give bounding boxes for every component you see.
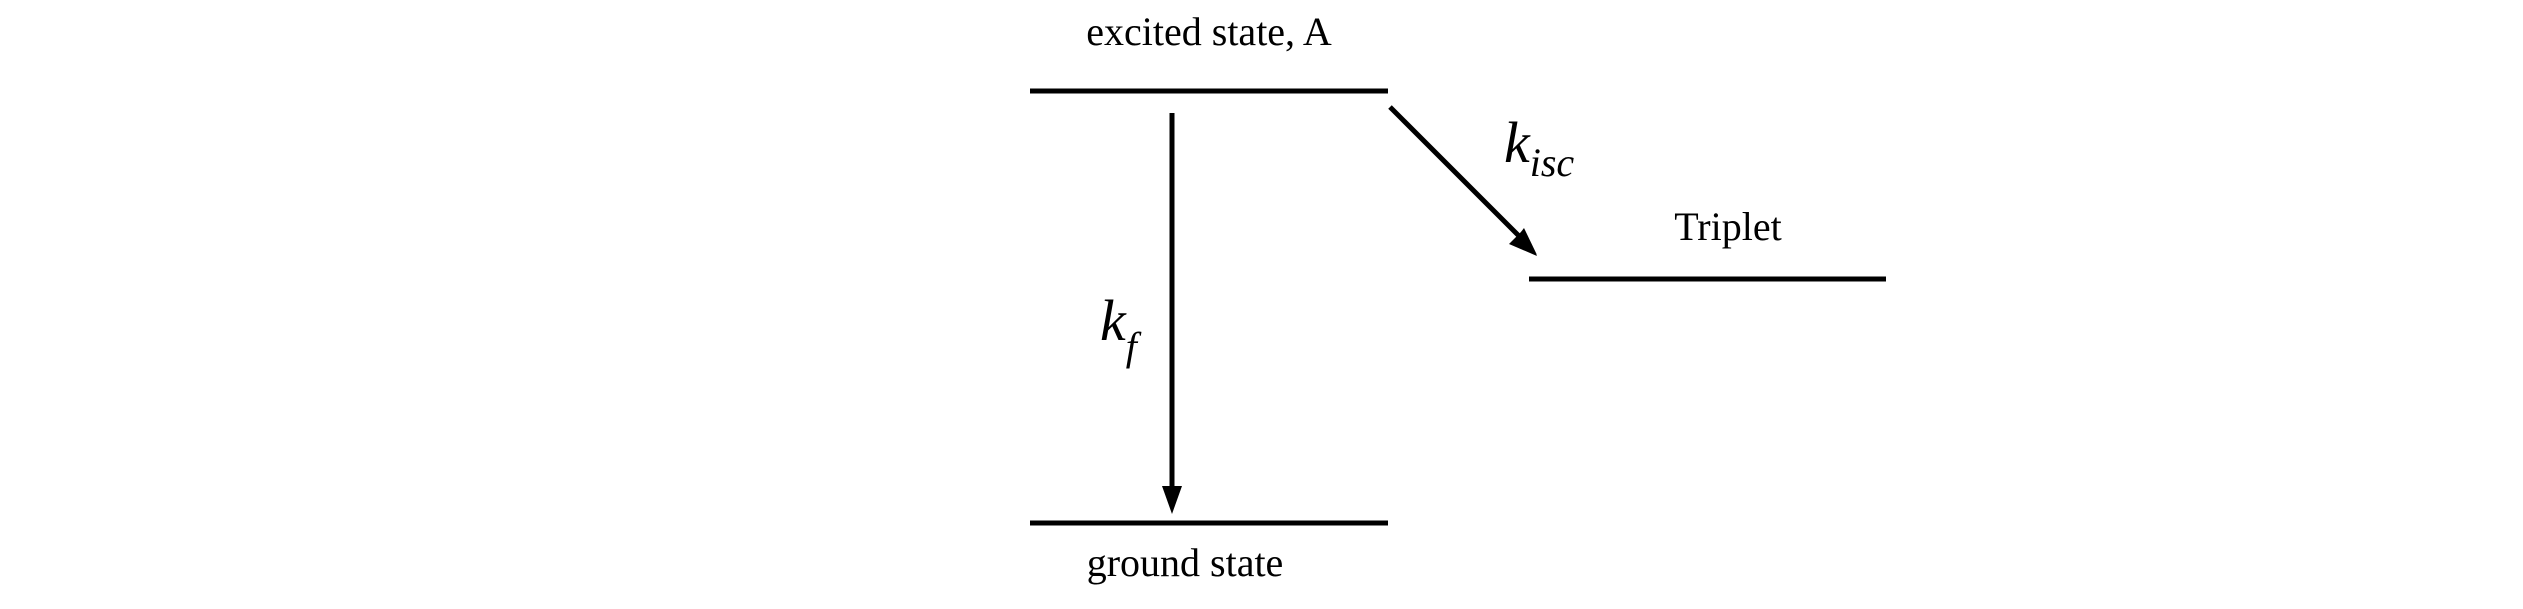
- isc-rate-label: kisc: [1504, 110, 1574, 185]
- isc-arrow: [1388, 105, 1537, 256]
- isc-rate-subscript: isc: [1530, 140, 1575, 185]
- fluorescence-rate-symbol: k: [1100, 288, 1127, 353]
- fluorescence-rate-label: kf: [1100, 288, 1142, 369]
- excited-state-label: excited state, A: [1086, 9, 1332, 54]
- fluorescence-arrow-head: [1162, 486, 1182, 514]
- fluorescence-rate-subscript: f: [1126, 324, 1142, 369]
- ground-state-label: ground state: [1087, 540, 1284, 585]
- fluorescence-arrow: [1162, 113, 1182, 514]
- isc-rate-symbol: k: [1504, 110, 1531, 175]
- isc-arrow-head-fill: [1509, 229, 1537, 256]
- isc-arrow-shaft: [1388, 105, 1529, 246]
- triplet-label: Triplet: [1674, 204, 1781, 249]
